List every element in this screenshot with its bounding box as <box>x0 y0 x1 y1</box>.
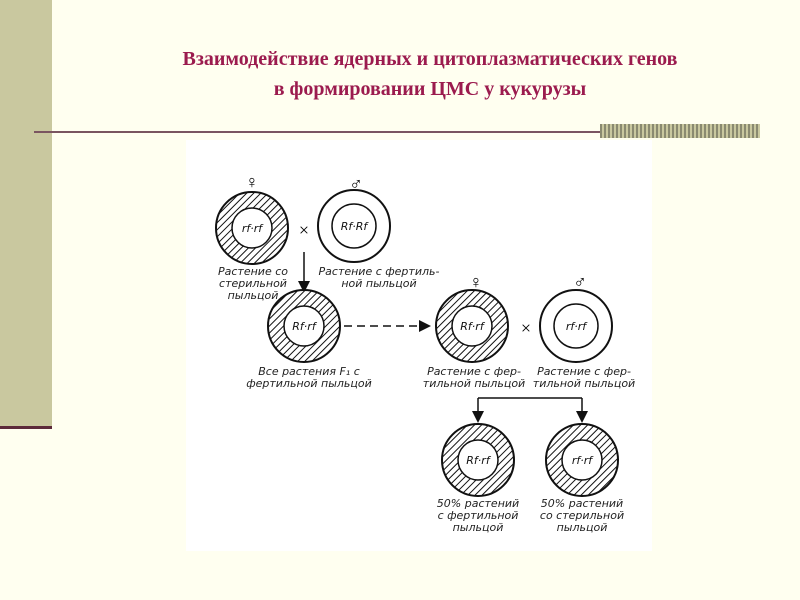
label-f1: Все растения F₁ с фертильной пыльцой <box>246 365 372 390</box>
cell-cross2-female: Rf·rf <box>435 289 509 363</box>
genotype-cross2-male: rf·rf <box>566 320 588 333</box>
side-bar-underline <box>0 426 52 429</box>
label-parent-male: Растение с фертиль- ной пыльцой <box>318 265 440 290</box>
male-symbol-icon: ♂ <box>349 174 363 194</box>
genotype-parent-female: rf·rf <box>242 222 264 235</box>
title-line-2: в формировании ЦМС у кукурузы <box>273 78 587 100</box>
label-parent-female: Растение со стерильной пыльцой <box>218 265 288 302</box>
divider-accent-block <box>600 124 760 138</box>
genotype-offspring-sterile: rf·rf <box>572 454 594 467</box>
cross-symbol-2: × <box>521 318 531 338</box>
slide-title: Взаимодействие ядерных и цитоплазматичес… <box>60 44 800 104</box>
label-offspring-sterile: 50% растений со стерильной пыльцой <box>539 497 625 534</box>
label-cross2-male: Растение с фер- тильной пыльцой <box>532 365 636 390</box>
cell-offspring-sterile: rf·rf <box>545 423 619 497</box>
decorative-side-bar <box>0 0 52 426</box>
cell-parent-male: Rf·Rf <box>317 189 391 263</box>
title-line-1: Взаимодействие ядерных и цитоплазматичес… <box>182 48 678 70</box>
genotype-offspring-fertile: Rf·rf <box>466 454 492 467</box>
cms-inheritance-diagram: rf·rf ♀ × Rf·Rf ♂ Rf·rf Rf·rf ♀ × <box>186 140 652 551</box>
male-symbol-icon-2: ♂ <box>573 272 587 292</box>
female-symbol-icon-2: ♀ <box>469 272 483 292</box>
genotype-parent-male: Rf·Rf <box>341 220 370 233</box>
genotype-f1: Rf·rf <box>292 320 318 333</box>
cross-symbol-1: × <box>299 220 309 240</box>
genotype-cross2-female: Rf·rf <box>460 320 486 333</box>
label-cross2-female: Растение с фер- тильной пыльцой <box>422 365 526 390</box>
title-divider <box>34 131 600 133</box>
cell-f1: Rf·rf <box>267 289 341 363</box>
female-symbol-icon: ♀ <box>245 172 259 192</box>
label-offspring-fertile: 50% растений с фертильной пыльцой <box>436 497 520 534</box>
cell-parent-female: rf·rf <box>215 191 289 265</box>
cell-cross2-male: rf·rf <box>539 289 613 363</box>
cell-offspring-fertile: Rf·rf <box>441 423 515 497</box>
